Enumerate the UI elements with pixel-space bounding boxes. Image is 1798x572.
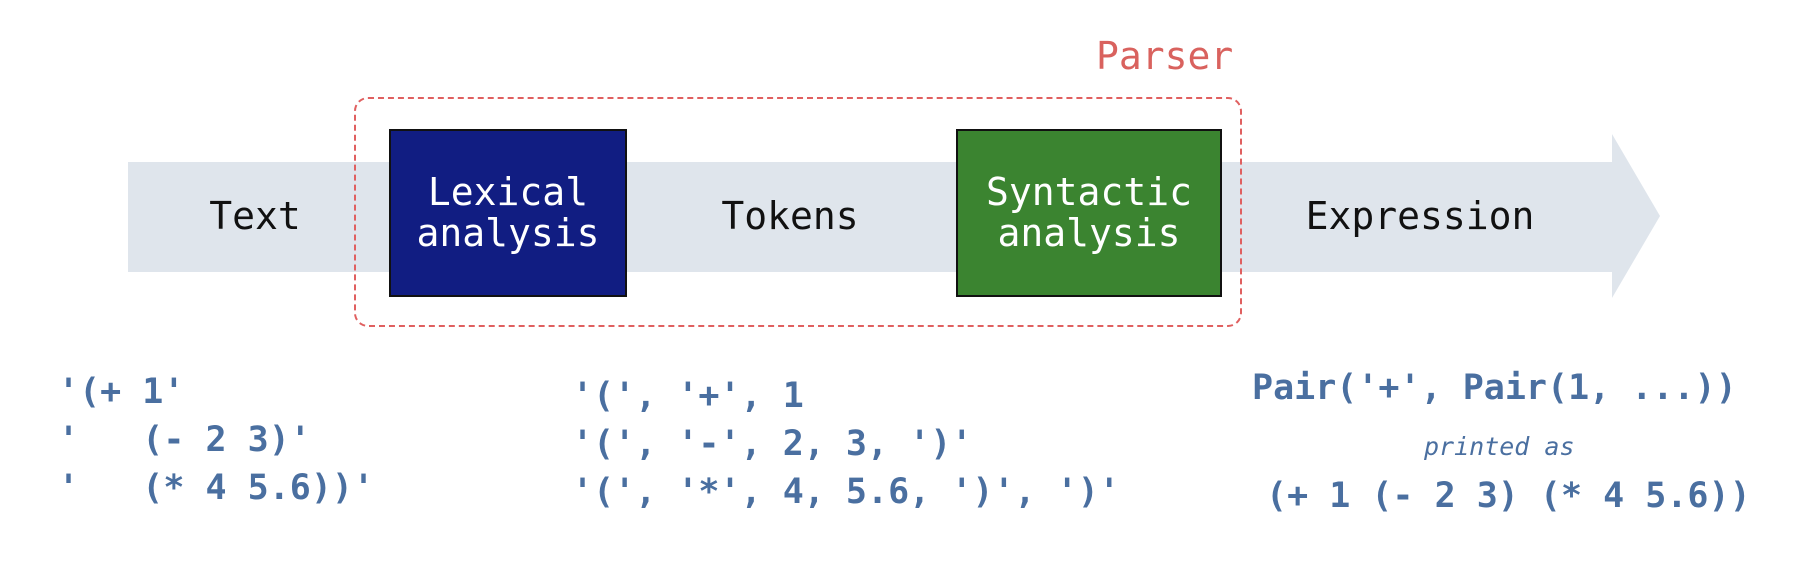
expression-pair: Pair('+', Pair(1, ...)) <box>1252 368 1737 408</box>
lexer-label-line1: Lexical <box>427 169 589 214</box>
stage-tokens-label: Tokens <box>721 194 859 238</box>
syntactic-analysis-box: Syntactic analysis <box>956 129 1222 297</box>
lexer-label-line2: analysis <box>416 211 600 255</box>
text-example-line-2: ' (- 2 3)' <box>58 420 311 460</box>
tokens-example-line-2: '(', '-', 2, 3, ')' <box>572 424 973 464</box>
text-example-line-3: ' (* 4 5.6))' <box>58 468 375 508</box>
stage-text-label: Text <box>209 194 301 238</box>
parser-label: Parser <box>1096 34 1234 78</box>
lexical-analysis-box: Lexical analysis <box>389 129 627 297</box>
tokens-example-line-1: '(', '+', 1 <box>572 376 804 416</box>
tokens-example-line-3: '(', '*', 4, 5.6, ')', ')' <box>572 472 1120 512</box>
expression-printed: (+ 1 (- 2 3) (* 4 5.6)) <box>1266 476 1751 516</box>
printed-as-note: printed as <box>1424 432 1575 461</box>
stage-expression-label: Expression <box>1305 194 1535 238</box>
text-example-line-1: '(+ 1' <box>58 372 185 412</box>
syntax-label-line2: analysis <box>997 211 1181 255</box>
syntax-label-line1: Syntactic <box>986 169 1192 214</box>
parser-boundary <box>354 97 1242 327</box>
